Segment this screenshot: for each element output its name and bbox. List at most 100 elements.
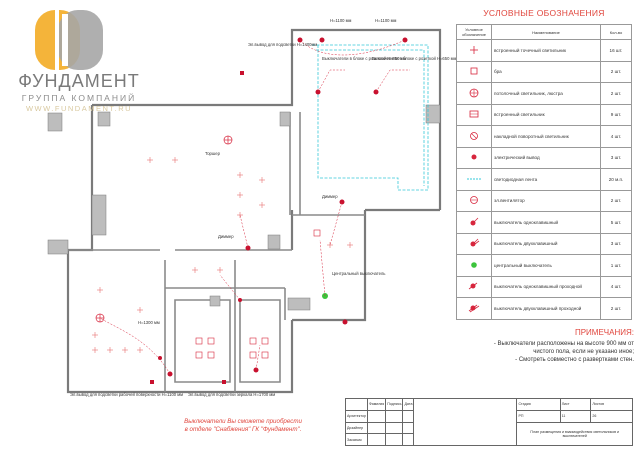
legend-symbol: [456, 254, 492, 277]
legend-qty: 4 шт.: [600, 275, 632, 298]
label-h1300: H=1300 мм: [138, 320, 160, 325]
sconce-icon: [470, 67, 478, 75]
spot-light-icon: [470, 45, 478, 54]
title-block-table: Фамилия Подпись Дата Стадия Лист Листов …: [345, 398, 633, 446]
label-torsher: Торшер: [205, 151, 221, 156]
stamp-role: Дизайнер: [345, 421, 368, 435]
legend-symbol: [456, 168, 492, 191]
legend-name: электрический вывод: [491, 146, 601, 169]
label-bedroom-switch-2: Выключатели в блоке с розеткой H=650 мм: [372, 56, 456, 61]
legend-symbol: [456, 60, 492, 83]
legend-symbol: [456, 211, 492, 234]
logo-title: ФУНДАМЕНТ: [18, 71, 140, 91]
label-dimmer-2: Диммер: [218, 234, 234, 239]
legend-name: эл.вентилятор: [491, 189, 601, 212]
note-line: - Смотреть совместно с развертками стен.: [515, 357, 634, 363]
promo-line-1: Выключатели Вы сможете приобрести: [184, 418, 302, 425]
legend-title: УСЛОВНЫЕ ОБОЗНАЧЕНИЯ: [483, 8, 605, 18]
label-top-h1: H=1100 мм: [330, 18, 352, 23]
spot-lights: [92, 157, 353, 353]
label-central-switch: Центральный выключатель: [332, 271, 386, 276]
logo-text: ФУНДАМЕНТ ГРУППА КОМПАНИЙ WWW.FUNDAMENT.…: [14, 71, 144, 113]
legend-name: потолочный светильник, люстра: [491, 82, 601, 105]
legend-qty: 2 шт.: [600, 82, 632, 105]
pass-switch-single-icon: [468, 282, 478, 290]
recessed-lamps: [195, 229, 321, 359]
central-switch-icon: [471, 261, 477, 268]
legend-table: Условное обозначение Наименование Кол-во…: [456, 24, 632, 320]
legend-header-symbol: Условное обозначение: [456, 24, 492, 40]
ceiling-lamps: [95, 135, 233, 323]
legend-qty: 3 шт.: [600, 232, 632, 255]
label-top-h2: H=1100 мм: [375, 18, 397, 23]
legend-qty: 5 шт.: [600, 211, 632, 234]
legend-symbol: [456, 232, 492, 255]
transformer-icon: [470, 196, 478, 205]
legend-symbol: [456, 189, 492, 212]
legend-name: накладной поворотный светильник: [491, 125, 601, 148]
pass-switch-double-icon: [468, 304, 480, 313]
promo-line-2: в отделе "Снабжения" ГК "Фундамент".: [184, 426, 302, 433]
promo-text: Выключатели Вы сможете приобрести в отде…: [168, 418, 318, 434]
legend-symbol: [456, 125, 492, 148]
label-dimmer-1: Диммер: [322, 194, 338, 199]
stamp-sheet-header: Листов: [590, 398, 633, 411]
led-strip: [312, 44, 429, 191]
title-block: Фамилия Подпись Дата Стадия Лист Листов …: [345, 398, 633, 446]
legend-name: выключатель двухклавишный: [491, 232, 601, 255]
switch-single-icon: [470, 217, 479, 226]
notes-title: ПРИМЕЧАНИЯ:: [574, 328, 634, 337]
legend-qty: 9 шт.: [600, 103, 632, 126]
legend-name: центральный выключатель: [491, 254, 601, 277]
legend-qty: 2 шт.: [600, 297, 632, 320]
legend-qty: 16 шт.: [600, 39, 632, 62]
legend-qty: 20 м.п.: [600, 168, 632, 191]
stamp-role: Заказчик: [345, 433, 368, 446]
legend-symbol: [456, 39, 492, 62]
switches: [158, 37, 408, 377]
stamp-sheet-value: РП: [516, 409, 561, 423]
recessed-lamp-icon: [469, 110, 479, 118]
switch-double-icon: [470, 238, 480, 247]
legend-symbol: [456, 82, 492, 105]
stamp-title: План размещения и взаимодействия светиль…: [516, 421, 633, 446]
stamp-blank: [345, 398, 368, 411]
label-top-left-out: Эл.вывод для подсветки H=1400мм: [248, 42, 317, 47]
stamp-col: Подпись: [385, 398, 404, 411]
note-line: - Выключатели расположены на высоте 900 …: [493, 341, 634, 347]
legend-qty: 1 шт.: [600, 254, 632, 277]
legend-qty: 2 шт.: [600, 60, 632, 83]
company-logo-icon: [35, 8, 103, 72]
legend-symbol: [456, 146, 492, 169]
legend: УСЛОВНЫЕ ОБОЗНАЧЕНИЯ Условное обозначени…: [456, 8, 632, 320]
stamp-sheet-header: Лист: [559, 398, 592, 411]
legend-name: выключатель двухклавишный проходной: [491, 297, 601, 320]
notes: ПРИМЕЧАНИЯ: - Выключатели расположены на…: [456, 328, 634, 364]
legend-symbol: [456, 103, 492, 126]
label-bedroom-switch-1: Выключатели в блоке с розеткой H=650 мм: [322, 56, 406, 61]
legend-qty: 3 шт.: [600, 146, 632, 169]
stamp-sheet-value: 26: [590, 409, 633, 423]
wall-columns: [47, 104, 441, 311]
legend-header-name: Наименование: [491, 24, 601, 40]
rotary-lamp-icon: [470, 131, 478, 140]
electric-outlets: [150, 71, 244, 384]
stamp-sheet-header: Стадия: [516, 398, 561, 411]
legend-symbol: [456, 297, 492, 320]
legend-name: встроенный светильник: [491, 103, 601, 126]
stamp-sheet-value: 11: [559, 409, 592, 423]
